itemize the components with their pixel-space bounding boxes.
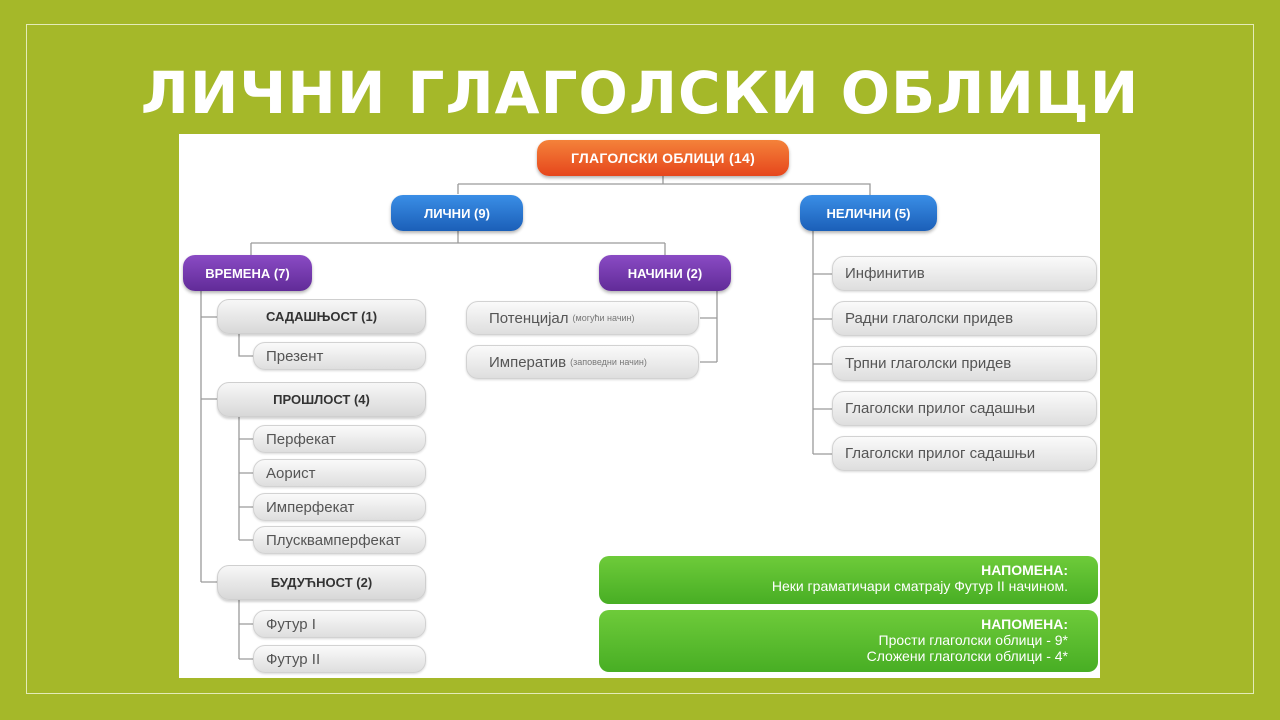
node-futur-2: Футур II (253, 645, 426, 673)
node-label: НАЧИНИ (2) (627, 265, 703, 281)
node-vremena: ВРЕМЕНА (7) (183, 255, 312, 291)
node-label: Аорист (266, 464, 316, 482)
node-futur-1: Футур I (253, 610, 426, 638)
node-note: (заповедни начин) (570, 357, 647, 367)
note-line: Сложени глаголски облици - 4* (866, 648, 1068, 664)
node-label: Перфекат (266, 430, 336, 448)
node-nelicni: НЕЛИЧНИ (5) (800, 195, 937, 231)
node-label: ВРЕМЕНА (7) (205, 265, 290, 281)
node-pluskvamperfekat: Плусквамперфекат (253, 526, 426, 554)
node-label: Трпни глаголски придев (845, 355, 1012, 372)
node-note: (могући начин) (572, 313, 635, 323)
slide-title: ЛИЧНИ ГЛАГОЛСКИ ОБЛИЦИ (140, 59, 1140, 127)
node-label: Радни глаголски придев (845, 310, 1014, 327)
diagram-panel: ГЛАГОЛСКИ ОБЛИЦИ (14) ЛИЧНИ (9) НЕЛИЧНИ … (179, 134, 1100, 678)
node-perfekat: Перфекат (253, 425, 426, 453)
node-label: БУДУЋНОСТ (2) (270, 575, 373, 590)
connector-buducnost (238, 600, 255, 660)
node-label: Потенцијал (489, 309, 569, 327)
connector-sadasnjost (238, 333, 255, 357)
node-infinitiv: Инфинитив (832, 256, 1097, 291)
node-buducnost: БУДУЋНОСТ (2) (217, 565, 426, 600)
node-prilog-1: Глаголски прилог садашњи (832, 391, 1097, 426)
node-trpni-pridev: Трпни глаголски придев (832, 346, 1097, 381)
node-imperfekat: Имперфекат (253, 493, 426, 521)
note-title: НАПОМЕНА: (981, 562, 1068, 578)
node-imperativ: Императив (заповедни начин) (466, 345, 699, 379)
connector-vremena (200, 290, 219, 583)
connector-licni (250, 230, 666, 258)
node-proslost: ПРОШЛОСТ (4) (217, 382, 426, 417)
connector-proslost (238, 416, 255, 541)
node-label: Глаголски прилог садашњи (845, 445, 1036, 462)
node-label: САДАШЊОСТ (1) (265, 309, 378, 324)
note-line: Прости глаголски облици - 9* (878, 632, 1068, 648)
node-glagolski-oblici: ГЛАГОЛСКИ ОБЛИЦИ (14) (537, 140, 789, 176)
node-aorist: Аорист (253, 459, 426, 487)
node-prezent: Презент (253, 342, 426, 370)
note-title: НАПОМЕНА: (981, 616, 1068, 632)
node-label: Плусквамперфекат (266, 531, 401, 549)
node-radni-pridev: Радни глаголски придев (832, 301, 1097, 336)
connector-nelicni (812, 230, 833, 455)
note-box-2: НАПОМЕНА: Прости глаголски облици - 9* С… (599, 610, 1098, 672)
connector-nacini (700, 290, 718, 363)
note-box-1: НАПОМЕНА: Неки граматичари сматрају Футу… (599, 556, 1098, 604)
connector-lines (200, 172, 871, 660)
slide-frame (26, 24, 1254, 694)
node-label: ЛИЧНИ (9) (424, 205, 490, 221)
note-line: Неки граматичари сматрају Футур II начин… (771, 578, 1068, 594)
node-label: Презент (266, 347, 324, 365)
node-label: ГЛАГОЛСКИ ОБЛИЦИ (14) (570, 150, 756, 166)
node-licni: ЛИЧНИ (9) (391, 195, 523, 231)
node-nacini: НАЧИНИ (2) (599, 255, 731, 291)
node-label: Императив (489, 353, 567, 371)
node-label: Инфинитив (845, 265, 925, 282)
node-label: Футур II (266, 650, 321, 668)
node-potencijal: Потенцијал (могући начин) (466, 301, 699, 335)
node-label: ПРОШЛОСТ (4) (273, 392, 370, 407)
node-label: Глаголски прилог садашњи (845, 400, 1036, 417)
node-label: Футур I (266, 615, 316, 633)
node-sadasnjost: САДАШЊОСТ (1) (217, 299, 426, 334)
node-label: Имперфекат (266, 498, 355, 516)
node-prilog-2: Глаголски прилог садашњи (832, 436, 1097, 471)
node-label: НЕЛИЧНИ (5) (826, 205, 911, 221)
